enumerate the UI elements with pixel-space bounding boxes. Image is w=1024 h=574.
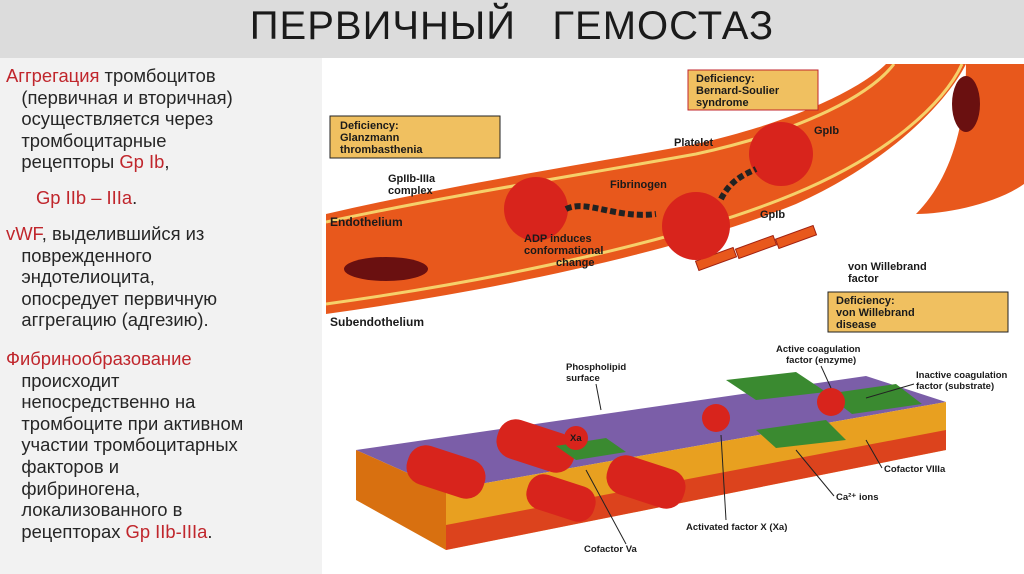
text-line: рецепторы [21,151,120,173]
glanzmann-label-3: thrombasthenia [340,144,423,156]
fibrinogen-bridge [718,166,758,201]
adp-label-3: change [556,257,595,269]
coagulation-diagram: Xa Phospholipid surface Active coagulati… [356,344,1008,555]
bernard-label-3: syndrome [696,97,749,109]
ca-ions-label: Ca²⁺ ions [836,492,879,503]
vwf-label-1: von Willebrand [848,261,927,273]
text-line: , выделившийся из [41,223,205,244]
xa-label: Xa [570,433,582,444]
endothelium-label: Endothelium [330,215,403,229]
text-line: эндотелиоцита, [21,266,155,288]
text-line: (первичная и вторичная) [21,86,233,108]
term-vwf: vWF [6,223,42,244]
term-gp-iib-iiia-2: Gp IIb-IIIa [125,520,208,542]
glanzmann-box [329,115,501,159]
paragraph-fibrin: Фибринообразование происходит непосредст… [6,348,243,542]
text-line: , [164,151,170,173]
text-line: аггрегацию (адгезию). [21,309,209,331]
vwd-label-1: Deficiency: [836,295,895,307]
paragraph-aggregation: Аггрегация тромбоцитов (первичная и втор… [6,65,233,173]
term-gp-iib-iiia: Gp IIb – IIIa [36,187,133,208]
vwf-fibers [694,224,818,272]
endothelial-cell-nucleus [952,76,980,132]
active-label-2: factor (enzyme) [786,355,856,366]
cofactor-plates [556,372,922,460]
title-bar [0,0,1024,58]
slide-title: ПЕРВИЧНЫЙ ГЕМОСТАЗ [249,4,775,48]
platelet [749,122,813,186]
vwf-label-2: factor [848,273,879,285]
vessel-wall-right [916,64,1024,214]
term-gp-ib: Gp Ib [119,151,165,173]
vwd-box [827,291,1009,333]
text-line: поврежденного [21,244,152,266]
phospholipid-label-1: Phospholipid [566,362,626,373]
fibrinogen-bridge [564,203,657,218]
term-aggregation: Аггрегация [6,65,100,86]
cofactor-cylinders [406,419,686,522]
adp-label-2: conformational [524,245,603,257]
bernard-box [687,69,819,111]
text-line: тромбоците при активном [21,412,244,434]
factor-blob [817,388,845,416]
text-line: тромбоцитарные [21,129,167,151]
bernard-label-1: Deficiency: [696,73,755,85]
text-line: локализованного в [21,499,183,521]
cofactor8-label: Cofactor VIIIa [884,464,946,475]
phospholipid-surface [356,376,946,490]
platelet [662,192,730,260]
glanzmann-label-2: Glanzmann [340,132,400,144]
gpiib-label-1: GpIIb-IIIa [388,173,436,185]
fibrinogen-label: Fibrinogen [610,179,667,191]
endothelium-line [326,64,896,224]
text-line: опосредует первичную [21,287,218,309]
text-line: непосредственно на [21,391,196,413]
membrane-base-side [356,450,446,550]
vwd-label-2: von Willebrand [836,307,915,319]
term-fibrin-formation: Фибринообразование [6,348,192,369]
platelet [504,177,568,241]
activated-x-label: Activated factor X (Xa) [686,522,787,533]
inactive-label-1: Inactive coagulation [916,370,1008,381]
glanzmann-label-1: Deficiency: [340,120,399,132]
text-line: участии тромбоцитарных [21,434,238,456]
platelet-adhesion-diagram: Deficiency: Glanzmann thrombasthenia Def… [326,64,1024,333]
leader-lines [585,365,915,545]
vwd-label-3: disease [836,319,876,331]
factor-xa-blob [702,404,730,432]
gpib-top-label: GpIb [814,125,839,137]
inactive-label-2: factor (substrate) [916,381,994,392]
text-line: факторов и [21,455,120,477]
gpiib-label-2: complex [388,185,434,197]
left-text-panel: Аггрегация тромбоцитов (первичная и втор… [0,58,322,574]
platelet-label: Platelet [674,137,713,149]
text-line: . [132,187,138,208]
active-label-1: Active coagulation [776,344,861,355]
text-line: осуществляется через [21,108,214,130]
subendothelium-label: Subendothelium [330,315,424,329]
phospholipid-label-2: surface [566,373,600,384]
paragraph-vwf: vWF, выделившийся из поврежденного эндот… [6,223,217,331]
vessel-wall [326,64,966,314]
cofactor5-label: Cofactor Va [584,544,638,555]
bernard-label-2: Bernard-Soulier [696,85,780,97]
adp-label-1: ADP induces [524,233,592,245]
subendothelium-line [326,64,964,306]
factor-xa-blob [564,426,588,450]
text-line: рецепторах [21,520,126,542]
paragraph-gp-iib: Gp IIb – IIIa. [36,187,137,209]
endothelial-cell-nucleus [344,257,428,281]
gpib-mid-label: GpIb [760,209,785,221]
text-line: . [207,520,213,542]
text-line: фибриногена, [21,477,141,499]
text-line: тромбоцитов [99,65,216,86]
text-line: происходит [21,369,120,391]
